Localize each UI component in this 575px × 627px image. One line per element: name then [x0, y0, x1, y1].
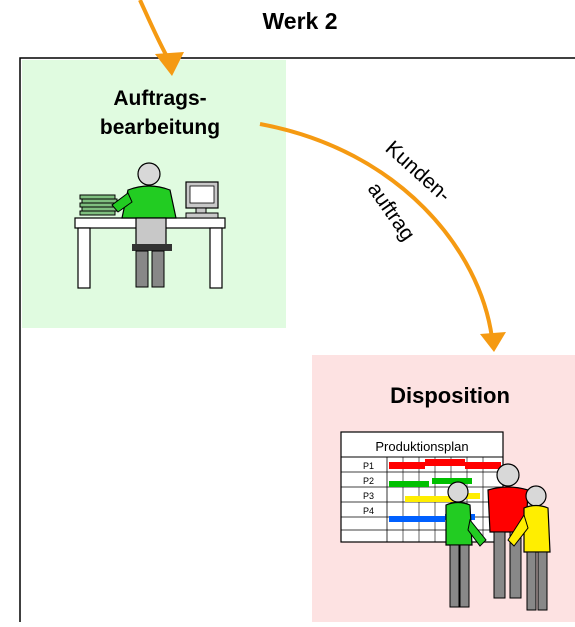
plan-row-label: P3 — [363, 491, 374, 501]
incoming-arrow — [138, 0, 172, 64]
auftrag-label-line2: bearbeitung — [99, 116, 221, 139]
werk-frame — [19, 57, 575, 622]
planner-people-illustration — [445, 463, 551, 611]
produktionsplan-illustration — [340, 431, 504, 543]
plan-title: Produktionsplan — [375, 439, 468, 454]
werk-title: Werk 2 — [262, 8, 338, 34]
dispo-label: Disposition — [390, 383, 510, 408]
incoming-arrowhead — [155, 52, 184, 76]
plan-row-label: P1 — [363, 461, 374, 471]
auftrag-label: Auftrags- bearbeitung — [60, 84, 260, 142]
plan-row-label: P4 — [363, 506, 374, 516]
office-worker-illustration — [74, 162, 226, 289]
plan-row-label: P2 — [363, 476, 374, 486]
auftrag-label-line1: Auftrags- — [113, 87, 207, 110]
kundenauftrag-arrow — [259, 122, 494, 339]
kundenauftrag-arrowhead — [480, 332, 506, 352]
